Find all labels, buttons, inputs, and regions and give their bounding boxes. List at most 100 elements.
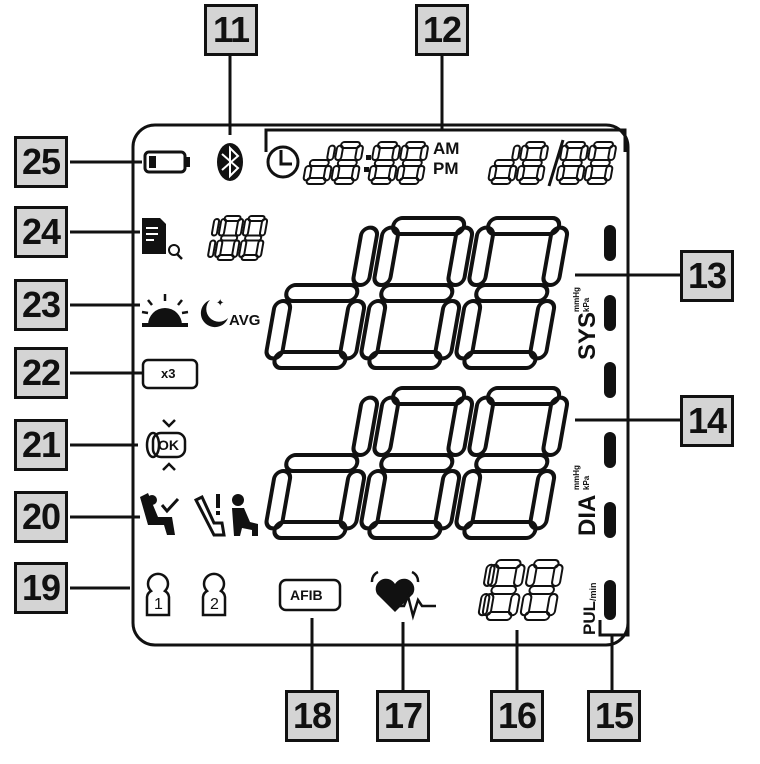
battery-icon — [143, 150, 190, 174]
segment-b — [354, 144, 364, 161]
svg-text:✦: ✦ — [216, 298, 224, 309]
memory-count-digit — [214, 215, 245, 261]
per-min-unit: /min — [588, 582, 598, 601]
pm-indicator: PM — [433, 159, 459, 178]
segment-e — [264, 469, 293, 531]
segment-e — [330, 165, 341, 182]
dia-digit-3 — [454, 386, 570, 540]
segment-f — [217, 218, 228, 237]
segment-f — [371, 144, 381, 161]
callout-23: 23 — [14, 279, 68, 331]
avg-indicator: AVG — [229, 312, 261, 329]
segment-e — [519, 593, 533, 617]
sys-mmhg-unit: mmHg — [572, 287, 581, 312]
level-bar-segment — [604, 580, 616, 620]
segment-e — [583, 165, 594, 182]
sys-kpa-unit: kPa — [582, 297, 591, 312]
segment-g — [561, 159, 583, 167]
callout-13: 13 — [680, 250, 734, 302]
segment-a — [486, 386, 562, 406]
pulse-digit — [481, 559, 526, 621]
segment-g — [284, 453, 360, 473]
time-colon — [364, 155, 371, 172]
segment-f — [587, 144, 597, 161]
callout-15: 15 — [587, 690, 641, 742]
segment-b — [539, 144, 549, 161]
seven-segment-digits — [207, 139, 617, 621]
segment-f — [525, 563, 538, 588]
segment-e — [487, 165, 498, 182]
segment-b — [351, 395, 380, 458]
segment-e — [214, 239, 224, 258]
date-slash — [547, 139, 565, 187]
segment-b — [579, 144, 589, 161]
segment-a — [486, 216, 562, 236]
segment-e — [359, 469, 388, 531]
segment-b — [210, 218, 221, 237]
date-month-digit — [487, 144, 521, 185]
segment-g — [220, 234, 239, 242]
level-bar-segment — [604, 432, 616, 468]
callout-17: 17 — [376, 690, 430, 742]
segment-f — [372, 225, 401, 288]
pressure-level-bar — [604, 225, 616, 620]
segment-b — [446, 225, 475, 288]
segment-e — [454, 469, 483, 531]
x3-label: x3 — [161, 366, 176, 381]
leader-lines — [70, 55, 680, 690]
segment-g — [521, 159, 543, 167]
level-bar-segment — [604, 502, 616, 538]
callout-19: 19 — [14, 562, 68, 614]
segment-f — [559, 144, 569, 161]
dia-label: DIA — [574, 494, 601, 536]
lcd-frame — [131, 123, 630, 647]
segment-e — [481, 593, 495, 617]
callout-24: 24 — [14, 206, 68, 258]
sys-label: SYS — [574, 311, 601, 360]
sys-digit-2 — [359, 216, 475, 370]
segment-g — [379, 453, 455, 473]
level-bar-segment — [604, 295, 616, 331]
segment-b — [607, 144, 617, 161]
segment-e — [395, 165, 406, 182]
afib-box — [278, 578, 342, 612]
segment-g — [308, 159, 330, 167]
time-minute-digit — [395, 141, 429, 185]
date-day-digit — [555, 141, 589, 185]
bluetooth-icon — [217, 143, 243, 181]
segment-g — [379, 283, 455, 303]
segment-b — [511, 144, 521, 161]
ok-label: OK — [158, 437, 179, 453]
segment-g — [589, 159, 611, 167]
segment-b — [391, 144, 401, 161]
segment-b — [419, 144, 429, 161]
segment-e — [302, 165, 313, 182]
date-day-digit — [583, 141, 617, 185]
callout-12: 12 — [415, 4, 469, 56]
segment-d — [272, 350, 348, 370]
pulse-digit — [519, 559, 564, 621]
segment-b — [541, 395, 570, 458]
pul-label-group: PUL /min — [560, 575, 620, 635]
user-1-label: 1 — [154, 596, 163, 613]
callout-14: 14 — [680, 395, 734, 447]
segment-g — [244, 234, 263, 242]
dia-label-group: DIA mmHg kPa — [556, 465, 616, 536]
segment-e — [454, 299, 483, 361]
segment-g — [474, 453, 550, 473]
segment-b — [258, 218, 269, 237]
segment-b — [483, 563, 496, 588]
callout-20: 20 — [14, 491, 68, 543]
segment-g — [284, 283, 360, 303]
date-month-digit — [515, 141, 549, 185]
segment-d — [367, 520, 443, 540]
clock-icon — [266, 145, 300, 179]
dia-mmhg-unit: mmHg — [572, 465, 581, 490]
dia-kpa-unit: kPa — [582, 475, 591, 490]
heart-pulse-icon — [370, 570, 436, 621]
segment-e — [238, 239, 248, 258]
segment-e — [367, 165, 378, 182]
segment-f — [399, 144, 409, 161]
level-bar-segment — [604, 225, 616, 261]
